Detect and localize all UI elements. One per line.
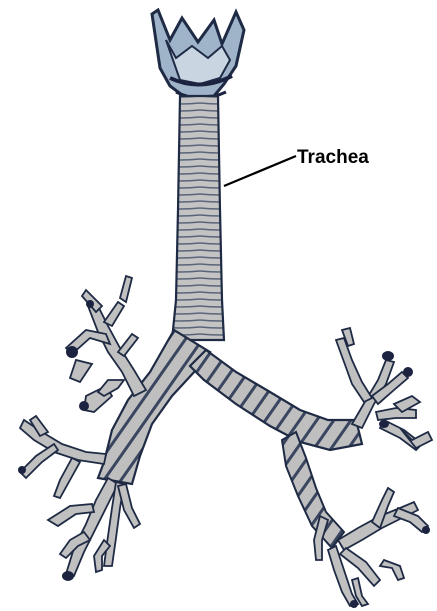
left-upper-bronchioles — [66, 276, 146, 412]
trachea-label: Trachea — [224, 147, 369, 186]
trachea-tube — [172, 96, 224, 340]
trachea-leader-line — [224, 156, 296, 186]
main-bronchi — [98, 330, 362, 548]
trachea-label-text: Trachea — [297, 147, 369, 168]
larynx — [152, 10, 244, 98]
